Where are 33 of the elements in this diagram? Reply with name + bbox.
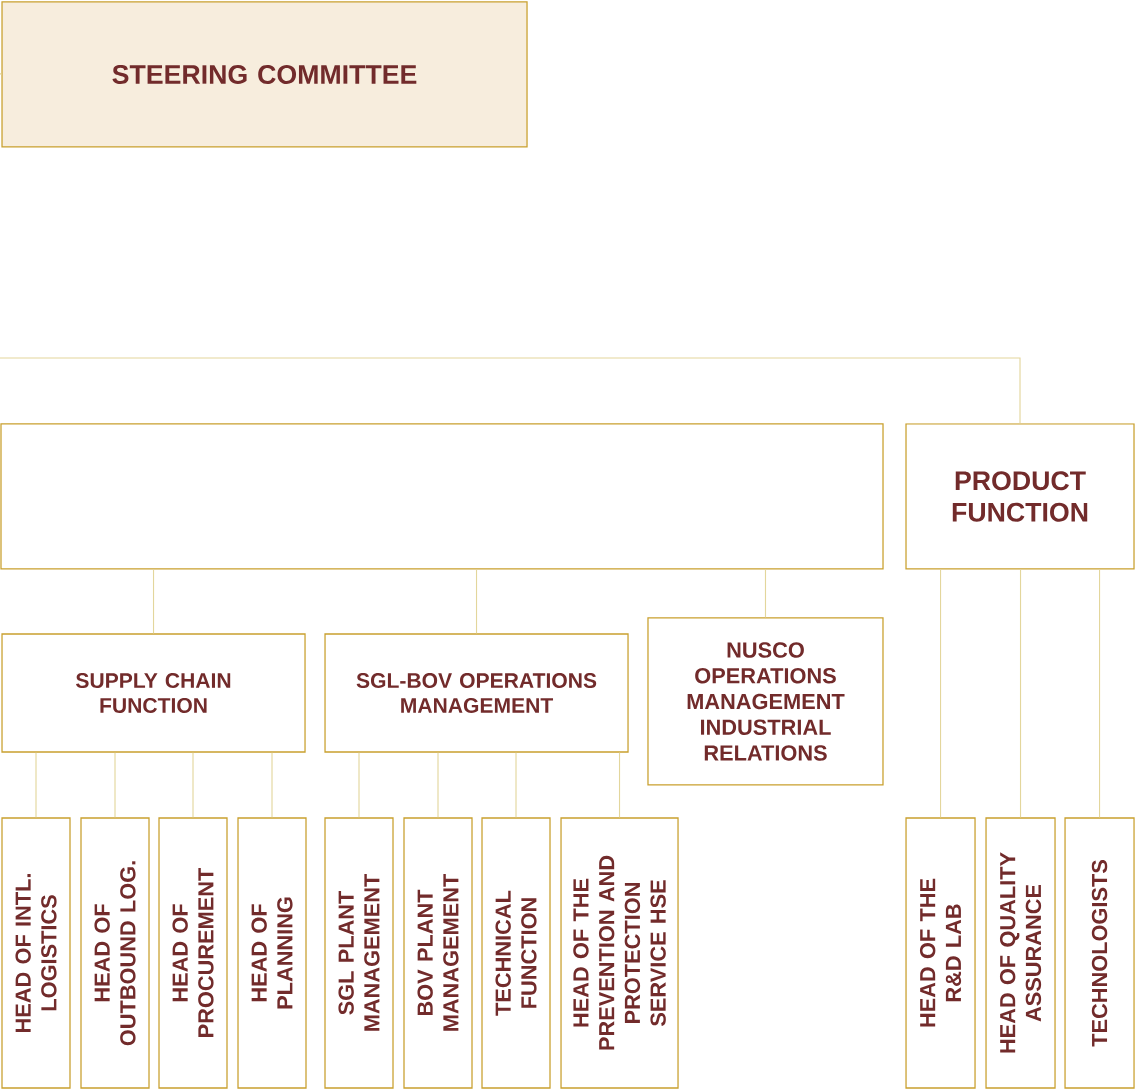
connector-line (515, 752, 517, 818)
connector-line (437, 752, 439, 818)
function-box: SUPPLY CHAIN FUNCTION (1, 633, 306, 753)
connector-line (618, 752, 621, 818)
connector-line (192, 752, 194, 818)
connector-line (939, 569, 942, 818)
vertical-role-box: HEAD OF THE PREVENTION AND PROTECTION SERVICE HSE (560, 817, 679, 1089)
committee-box: STEERING COMMITTEE (1, 1, 528, 148)
connector-line (1099, 569, 1101, 818)
vertical-role-box: HEAD OF OUTBOUND LOG. (80, 817, 150, 1089)
vertical-role-box: HEAD OF PLANNING (237, 817, 307, 1089)
connector-line (35, 752, 37, 818)
connector-line (1019, 569, 1022, 818)
connector-line (764, 569, 767, 618)
function-box: SGL-BOV OPERATIONS MANAGEMENT (324, 633, 629, 753)
vertical-role-box: SGL PLANT MANAGEMENT (324, 817, 394, 1089)
vertical-role-box: HEAD OF QUALITY ASSURANCE (985, 817, 1056, 1089)
connector-line (358, 752, 360, 818)
function-box: PRODUCT FUNCTION (905, 423, 1135, 570)
vertical-role-box: BOV PLANT MANAGEMENT (403, 817, 473, 1089)
connector-line (271, 752, 273, 818)
empty-box (0, 423, 884, 570)
vertical-role-box: HEAD OF PROCUREMENT (158, 817, 228, 1089)
function-box: NUSCO OPERATIONS MANAGEMENT INDUSTRIAL RELATIONS (647, 617, 884, 786)
vertical-role-box: HEAD OF THE R&D LAB (905, 817, 976, 1089)
vertical-role-box: TECHNOLOGISTS (1064, 817, 1135, 1089)
connector-line (0, 71, 2, 76)
vertical-role-box: TECHNICAL FUNCTION (481, 817, 551, 1089)
connector-line (152, 569, 155, 634)
vertical-role-box: HEAD OF INTL. LOGISTICS (1, 817, 71, 1089)
connector-line (0, 357, 1021, 424)
connector-line (475, 569, 478, 634)
connector-line (114, 752, 116, 818)
